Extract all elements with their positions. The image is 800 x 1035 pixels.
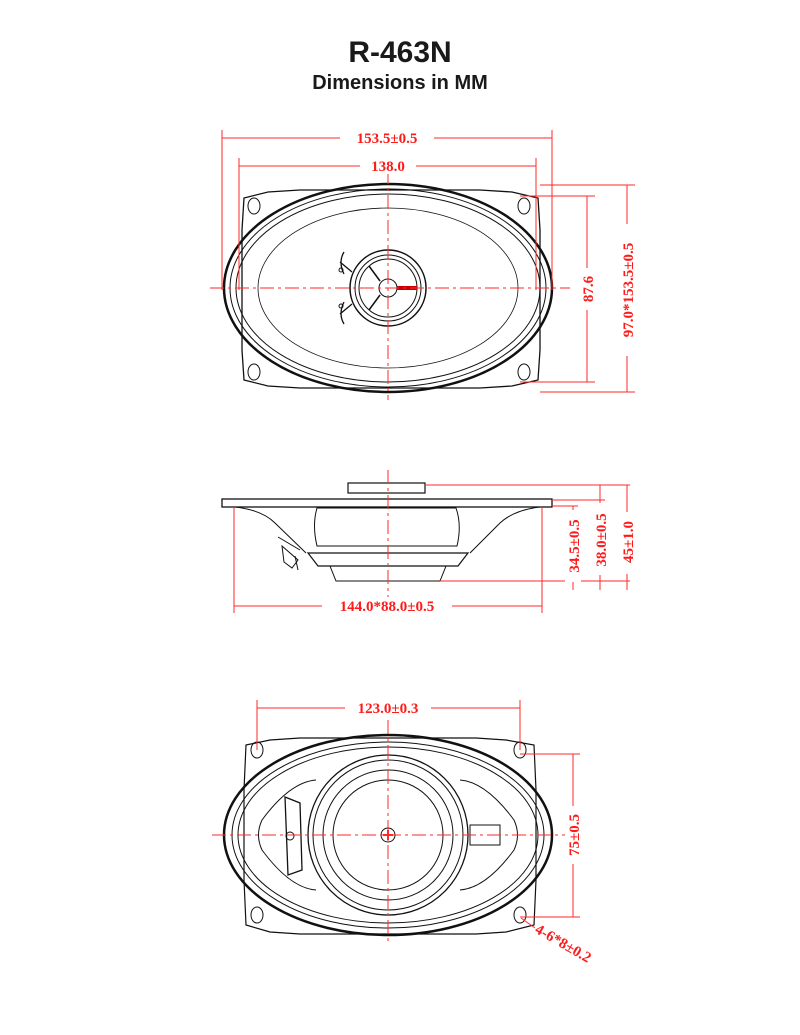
overall-width-label: 153.5±0.5	[357, 131, 418, 147]
mounting-depth-2-label: 38.0±0.5	[594, 513, 610, 566]
cutout-label: 144.0*88.0±0.5	[340, 599, 434, 615]
units-subtitle: Dimensions in MM	[312, 72, 488, 94]
mounting-depth-1-label: 34.5±0.5	[567, 519, 583, 572]
mounting-holes-label: 4-6*8±0.2	[532, 922, 594, 967]
front-view: 153.5±0.5 138.0 87.6 97.0*153.5±0.5	[210, 129, 637, 400]
model-title: R-463N	[348, 36, 452, 69]
hole-spacing-vertical-label: 75±0.5	[567, 814, 583, 856]
total-depth-label: 45±1.0	[621, 521, 637, 563]
hole-spacing-horizontal-label: 123.0±0.3	[358, 701, 419, 717]
rear-view: 123.0±0.3 75±0.5 4-6*8±0.2	[212, 699, 594, 966]
cone-width-label: 138.0	[371, 159, 405, 175]
cone-height-label: 87.6	[581, 275, 597, 302]
side-view: 34.5±0.5 38.0±0.5 45±1.0 144.0*88.0±0.5	[221, 470, 637, 615]
overall-size-label: 97.0*153.5±0.5	[621, 243, 637, 337]
